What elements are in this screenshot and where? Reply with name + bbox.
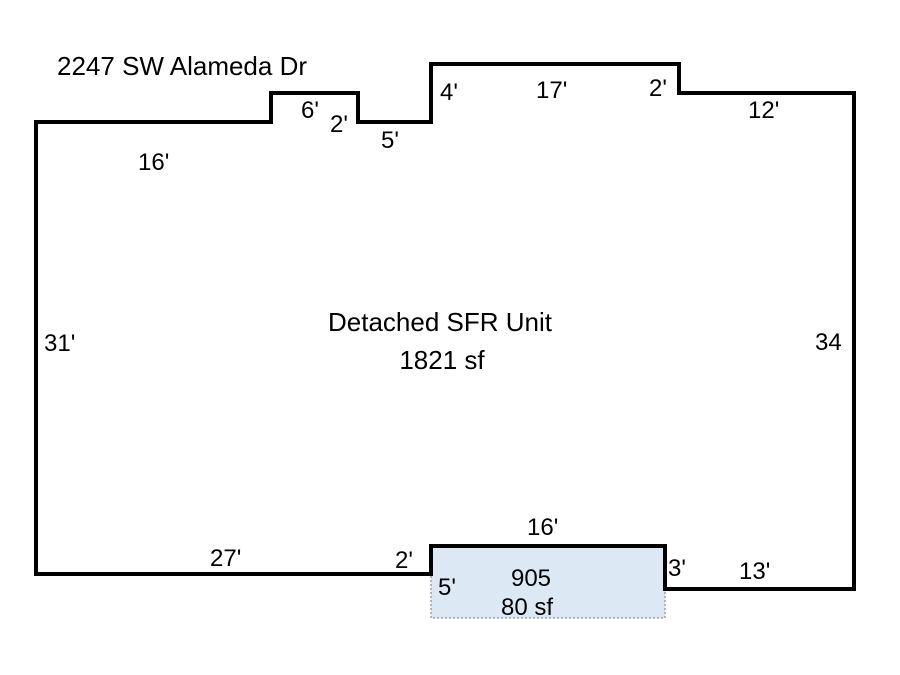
dim-addition-right: 3' <box>668 555 686 582</box>
dim-step-down: 2' <box>649 75 667 102</box>
addition-area-size: 80 sf <box>501 594 553 621</box>
dim-addition-left: 5' <box>438 574 456 601</box>
dim-top-center: 17' <box>536 77 567 104</box>
addition-area <box>430 545 666 619</box>
area-size: 1821 sf <box>399 345 485 375</box>
addition-code: 905 <box>511 565 551 592</box>
dim-top-right: 12' <box>748 97 779 124</box>
dim-notch-bottom: 5' <box>381 127 399 154</box>
dim-step-up: 4' <box>440 79 458 106</box>
dim-addition-top: 16' <box>527 514 558 541</box>
dim-bottom-step: 2' <box>395 547 413 574</box>
dim-left: 31' <box>44 330 75 357</box>
dim-bump-top: 6' <box>301 97 319 124</box>
dim-bottom-left: 27' <box>210 545 241 572</box>
area-name: Detached SFR Unit <box>328 307 553 337</box>
address-label: 2247 SW Alameda Dr <box>57 51 307 81</box>
dim-bump-right: 2' <box>330 111 348 138</box>
dim-bottom-right: 13' <box>739 558 770 585</box>
main-building-outline <box>34 62 856 591</box>
dim-right: 34 <box>815 329 842 356</box>
dim-top-left: 16' <box>138 149 169 176</box>
